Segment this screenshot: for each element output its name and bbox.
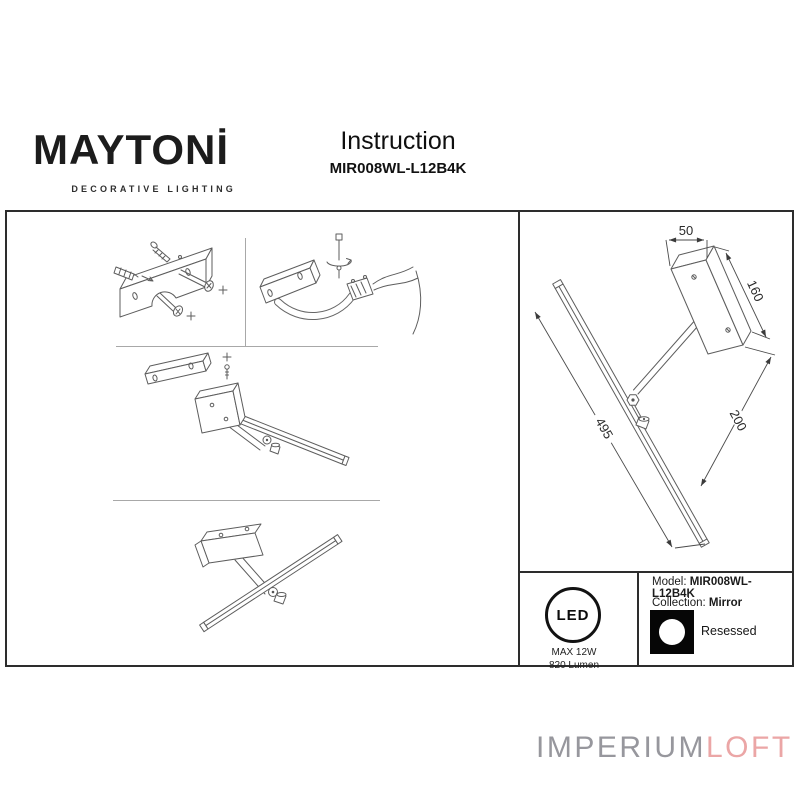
collection-row: Collection: Mirror <box>652 597 742 609</box>
led-label: LED <box>556 606 590 624</box>
title-block: Instruction MIR008WL-L12B4K <box>288 127 508 177</box>
model-row: Model: MIR008WL-L12B4K <box>652 576 792 600</box>
divider-spec-cells <box>637 571 639 665</box>
collection-value: Mirror <box>708 597 743 609</box>
step2-wiring-diagram <box>259 233 422 335</box>
imperiumloft-logo-gray: IMPERIUM <box>536 731 706 764</box>
instruction-panel: 50 160 200 495 LED MAX 12W 820 Lumen Mod… <box>5 210 794 671</box>
collection-label: Collection: <box>652 597 706 609</box>
model-label: Model: <box>652 576 687 588</box>
recessed-mount-dot <box>659 619 685 645</box>
luminous-flux: 820 Lumen <box>548 660 600 671</box>
brand-tagline: DECORATIVE LIGHTING <box>71 184 236 194</box>
mount-type-label: Resessed <box>701 624 757 638</box>
led-badge-icon: LED <box>545 587 601 643</box>
step4-assembled-lamp-diagram <box>194 523 343 633</box>
divider-vertical-main <box>518 212 520 665</box>
dim-label-160: 160 <box>744 278 767 304</box>
step1-mount-bracket-diagram <box>113 241 228 321</box>
imperiumloft-logo-pink: LOFT <box>706 731 793 764</box>
max-power: MAX 12W <box>551 647 597 658</box>
dim-label-50: 50 <box>679 223 693 238</box>
step3-attach-lamp-diagram <box>144 352 350 466</box>
model-value: MIR008WL-L12B4K <box>652 576 752 600</box>
dimension-drawing: 50 160 200 495 <box>534 223 776 549</box>
divider-step1-step2 <box>245 238 246 346</box>
divider-spec-top <box>518 571 792 573</box>
model-code: MIR008WL-L12B4K <box>329 160 467 177</box>
divider-row1-row2 <box>116 346 378 347</box>
recessed-mount-icon <box>650 610 694 654</box>
maytoni-logo: MAYTONİ <box>33 126 230 173</box>
divider-row2-row3 <box>113 500 380 501</box>
page-title: Instruction <box>340 127 456 155</box>
imperiumloft-logo: IMPERIUMLOFT <box>536 731 793 765</box>
